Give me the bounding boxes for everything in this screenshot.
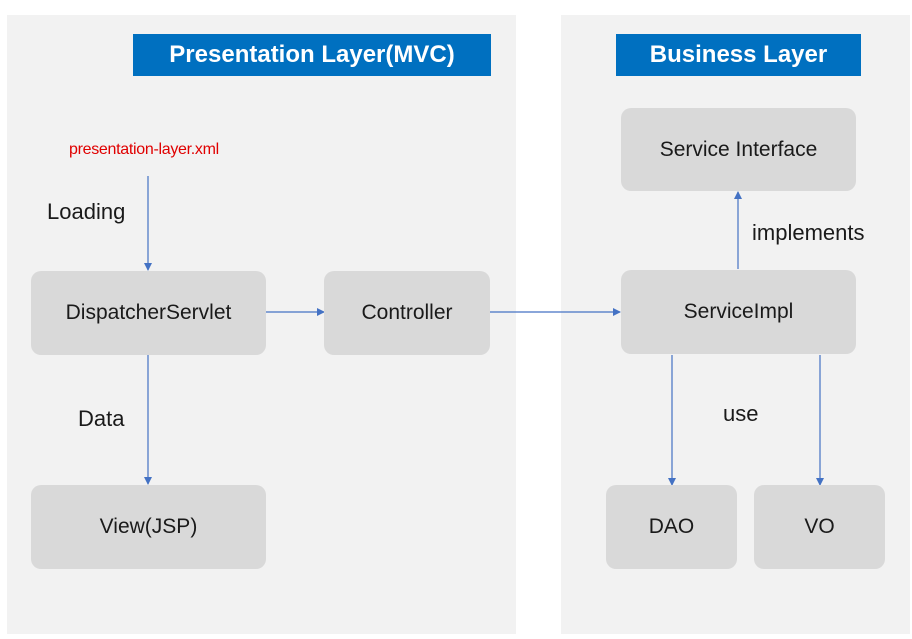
- service-impl-node: ServiceImpl: [621, 270, 856, 354]
- vo-node: VO: [754, 485, 885, 569]
- data-label: Data: [78, 406, 125, 431]
- view-jsp-node: View(JSP): [31, 485, 266, 569]
- service-interface-node: Service Interface: [621, 108, 856, 191]
- business-layer-title: Business Layer: [616, 34, 861, 76]
- use-label: use: [723, 401, 759, 426]
- dispatcher-servlet-node: DispatcherServlet: [31, 271, 266, 355]
- config-file-label: presentation-layer.xml: [69, 141, 219, 158]
- presentation-layer-title: Presentation Layer(MVC): [133, 34, 491, 76]
- controller-node: Controller: [324, 271, 490, 355]
- dao-node: DAO: [606, 485, 737, 569]
- implements-label: implements: [752, 220, 865, 245]
- loading-label: Loading: [47, 199, 126, 224]
